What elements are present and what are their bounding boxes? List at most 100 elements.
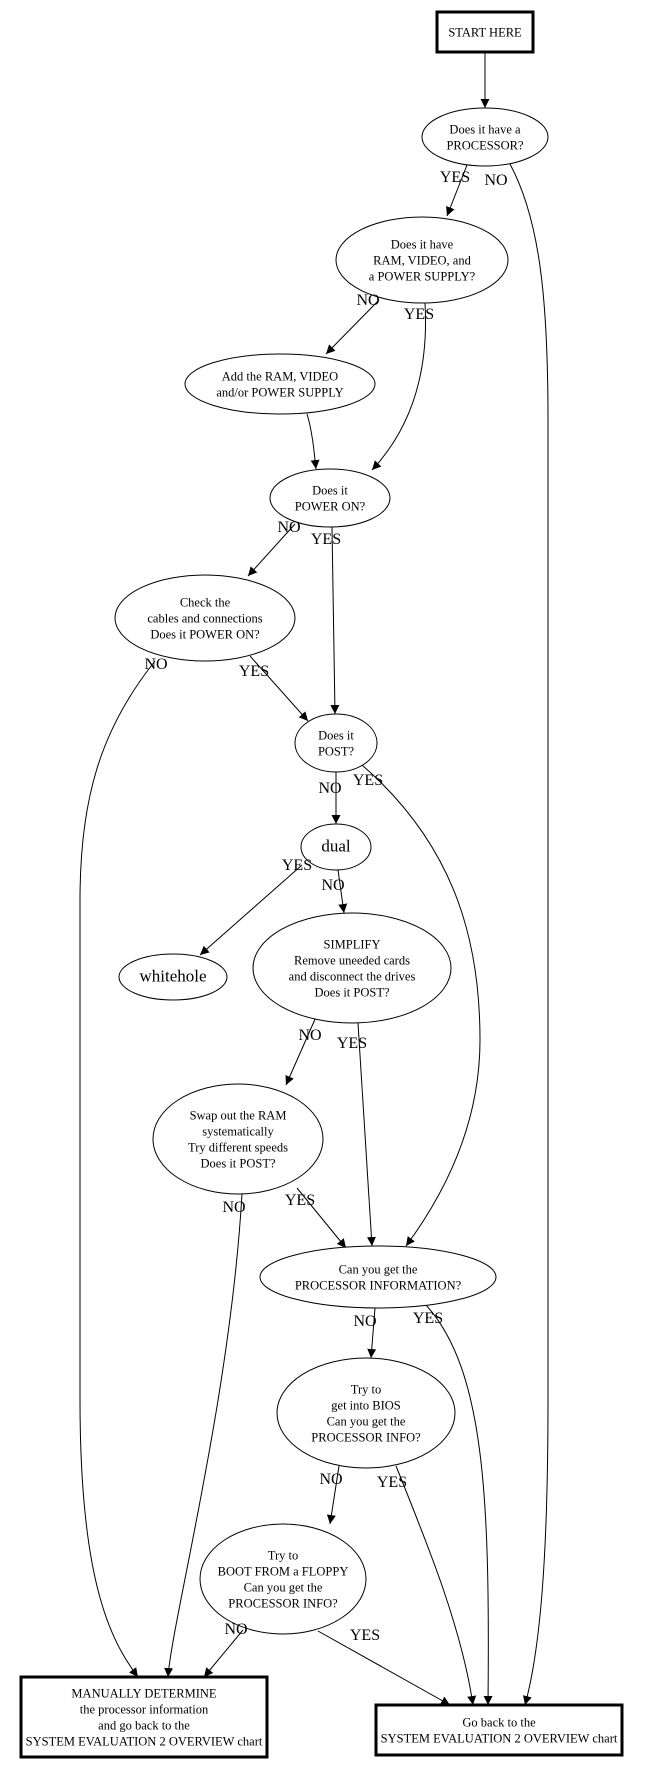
edge-post-to-procinfo: [361, 764, 481, 1247]
edges: [79, 52, 549, 1706]
edge-cables-to-manual: [79, 660, 156, 1678]
edge-label-no: NO: [298, 1027, 321, 1044]
node-text-line: and/or POWER SUPPLY: [216, 386, 343, 400]
node-ellipse: [300, 823, 372, 871]
node-text-line: START HERE: [448, 26, 522, 40]
edge-procinfo-to-goback: [425, 1304, 493, 1706]
node-text-line: a POWER SUPPLY?: [369, 270, 476, 284]
edge-label-no: NO: [277, 519, 300, 536]
node-ellipse: [199, 1523, 367, 1635]
edge-label-no: NO: [319, 1471, 342, 1488]
edge-bios-to-floppy: [326, 1465, 340, 1525]
edge-label-yes: YES: [239, 663, 269, 680]
node-ellipse: [421, 107, 549, 167]
node-text-line: Can you get the: [327, 1415, 406, 1429]
node-ellipse: [118, 953, 228, 1001]
node-dual: dual: [300, 823, 372, 871]
node-ellipse: [252, 912, 452, 1024]
node-text-line: SYSTEM EVALUATION 2 OVERVIEW chart: [26, 1735, 263, 1749]
edge-label-yes: YES: [440, 169, 470, 186]
edge-label-yes: YES: [353, 772, 383, 789]
node-text-line: Check the: [180, 596, 231, 610]
node-text-line: POWER ON?: [295, 500, 366, 514]
edge-label-yes: YES: [404, 306, 434, 323]
edge-poweron-to-post: [330, 526, 340, 715]
node-text-line: Can you get the: [244, 1581, 323, 1595]
node-text-line: PROCESSOR INFO?: [228, 1597, 338, 1611]
edge-label-yes: YES: [311, 531, 341, 548]
edge-simplify-to-procinfo: [357, 1022, 376, 1247]
edge-label-yes: YES: [337, 1035, 367, 1052]
node-text-line: MANUALLY DETERMINE: [71, 1687, 217, 1701]
node-text-line: PROCESSOR INFO?: [311, 1431, 421, 1445]
node-manual: MANUALLY DETERMINE the processor informat…: [19, 1675, 269, 1759]
edge-label-no: NO: [353, 1313, 376, 1330]
node-post: Does it POST?: [294, 713, 378, 773]
edge-label-no: NO: [321, 877, 344, 894]
edge-label-yes: YES: [413, 1310, 443, 1327]
node-text-line: Try to: [268, 1549, 298, 1563]
node-ellipse: [259, 1245, 497, 1309]
node-text-line: PROCESSOR INFORMATION?: [295, 1279, 462, 1293]
node-text-line: Go back to the: [462, 1716, 536, 1730]
node-text-line: Does it: [318, 729, 354, 743]
node-text-line: Try different speeds: [188, 1141, 288, 1155]
edge-floppy-to-manual: [203, 1629, 244, 1678]
node-text-line: Swap out the RAM: [190, 1109, 287, 1123]
edge-processor-to-goback: [509, 163, 549, 1706]
node-box: [374, 1703, 624, 1757]
edge-bios-to-goback: [395, 1465, 477, 1706]
edge-dual-to-whitehole: [199, 864, 303, 956]
node-text-line: and go back to the: [98, 1719, 190, 1733]
edge-label-no: NO: [318, 780, 341, 797]
node-box: [19, 1675, 269, 1759]
node-text-line: dual: [321, 837, 351, 856]
edge-label-no: NO: [356, 292, 379, 309]
node-ellipse: [294, 713, 378, 773]
node-text-line: SIMPLIFY: [324, 938, 381, 952]
edge-simplify-to-swapram: [285, 1016, 317, 1086]
edge-label-no: NO: [484, 172, 507, 189]
edge-poweron-to-cables: [247, 523, 296, 577]
node-text-line: Can you get the: [339, 1263, 418, 1277]
node-ellipse: [269, 468, 391, 528]
node-text-line: PROCESSOR?: [446, 139, 524, 153]
node-poweron: Does it POWER ON?: [269, 468, 391, 528]
node-ellipse: [335, 216, 509, 304]
edge-ramvideo-to-addram: [325, 299, 380, 355]
node-ellipse: [152, 1083, 324, 1195]
node-text-line: SYSTEM EVALUATION 2 OVERVIEW chart: [381, 1732, 618, 1746]
node-text-line: whitehole: [139, 967, 206, 986]
edge-label-yes: YES: [350, 1627, 380, 1644]
edge-label-no: NO: [144, 656, 167, 673]
node-text-line: cables and connections: [147, 612, 262, 626]
node-text-line: Does it: [312, 484, 348, 498]
node-text-line: POST?: [318, 745, 355, 759]
edge-procinfo-to-bios: [367, 1307, 377, 1359]
node-text-line: Does it have: [391, 238, 454, 252]
node-text-line: RAM, VIDEO, and: [373, 254, 471, 268]
edge-label-yes: YES: [377, 1474, 407, 1491]
node-text-line: Does it POST?: [315, 986, 390, 1000]
node-text-line: Does it POWER ON?: [150, 628, 260, 642]
edge-addram-to-poweron: [306, 413, 320, 470]
node-text-line: the processor information: [80, 1703, 209, 1717]
node-text-line: get into BIOS: [331, 1399, 400, 1413]
node-ellipse: [114, 574, 296, 662]
edge-labels: YES NO NO YES NO YES NO YES NO YES YES NO NO YES NO YES…: [144, 169, 507, 1644]
node-start: START HERE: [435, 10, 535, 54]
edge-label-yes: YES: [285, 1192, 315, 1209]
node-whitehole: whitehole: [118, 953, 228, 1001]
edge-label-no: NO: [222, 1199, 245, 1216]
